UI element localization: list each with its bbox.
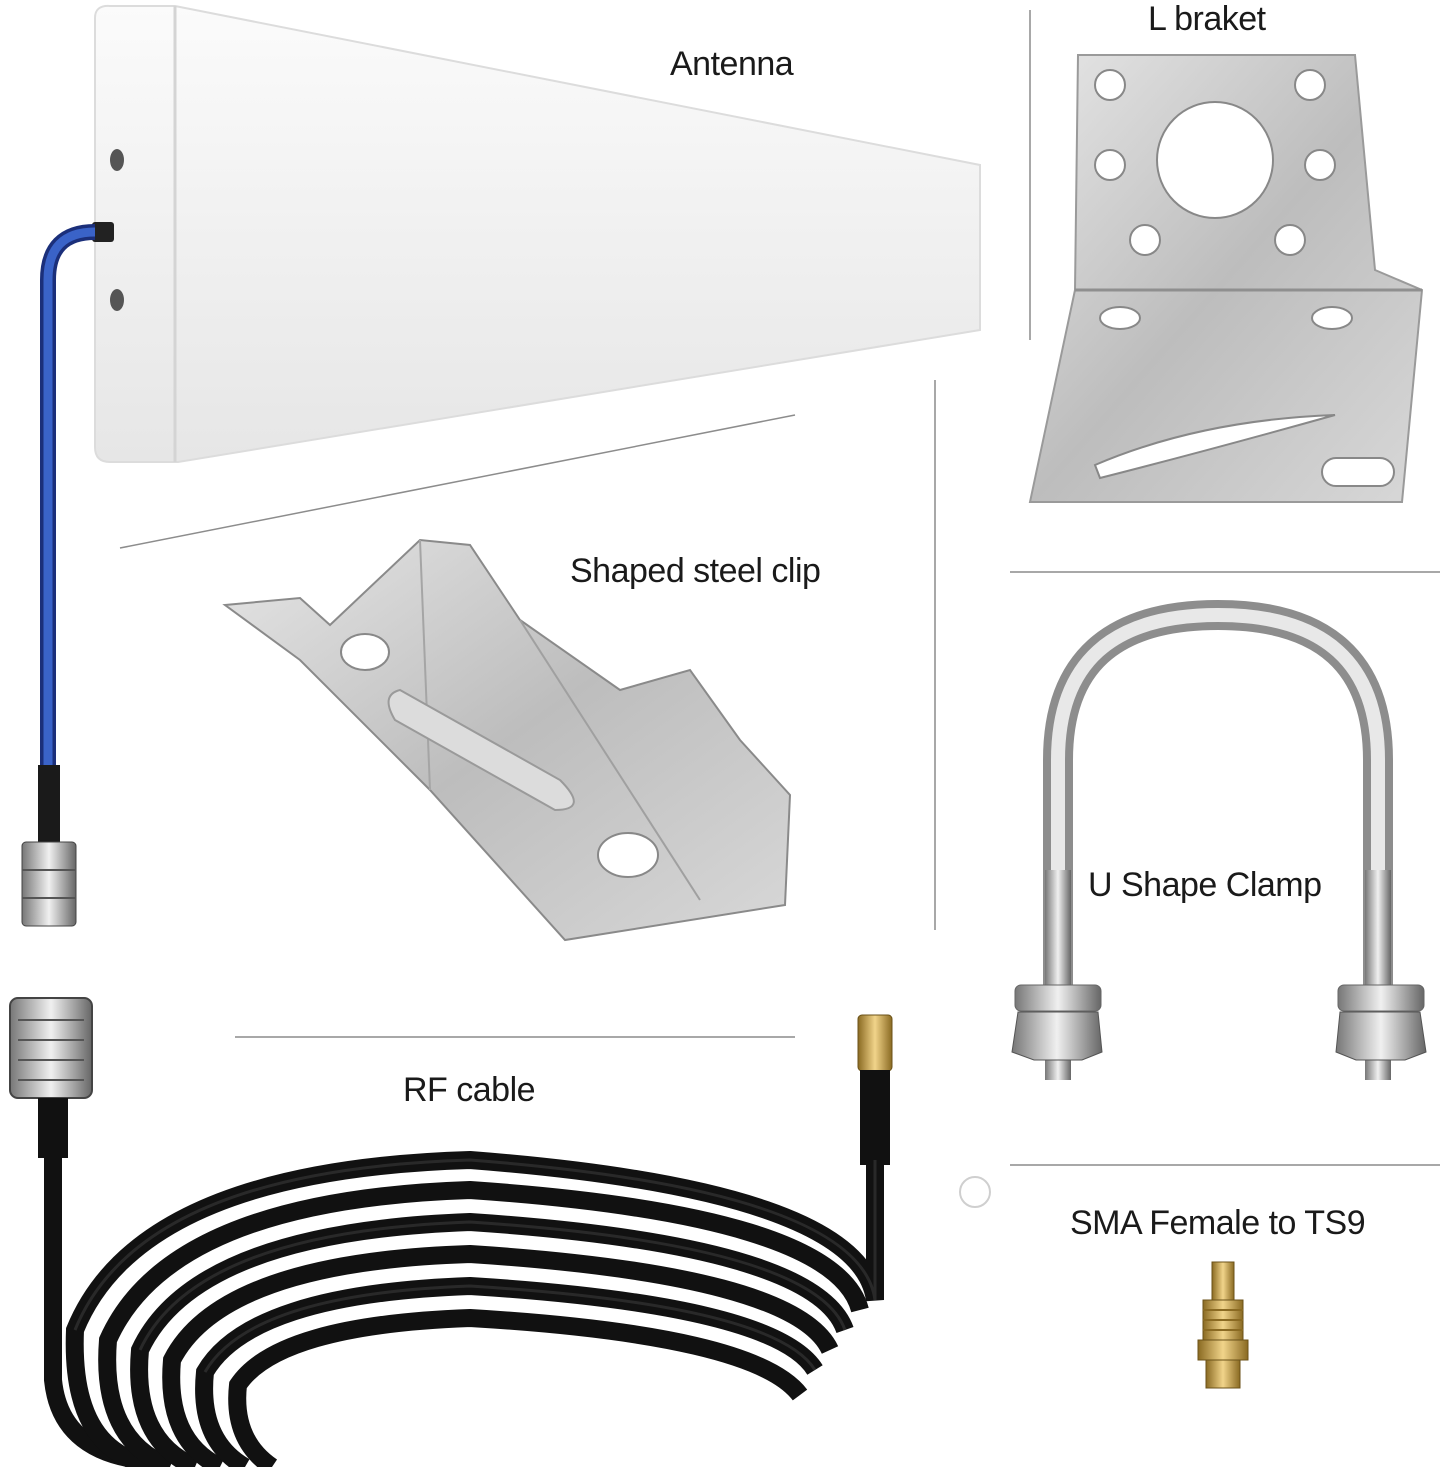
sma-adapter-label: SMA Female to TS9 — [1070, 1204, 1366, 1242]
antenna-label: Antenna — [670, 45, 794, 83]
small-circle-mark — [959, 1176, 991, 1208]
l-bracket-label: L braket — [1148, 0, 1266, 38]
steel-clip-image — [222, 538, 792, 942]
rf-cable-image — [9, 997, 893, 1467]
jumper-cable-image — [21, 224, 96, 927]
l-bracket-image — [1028, 54, 1424, 503]
antenna-image — [92, 4, 981, 463]
u-clamp-label: U Shape Clamp — [1088, 866, 1322, 904]
rf-cable-label: RF cable — [403, 1071, 536, 1109]
sma-adapter-image — [1197, 1261, 1249, 1389]
u-clamp-image — [1011, 599, 1427, 1080]
divider-lines — [119, 10, 1440, 1166]
steel-clip-label: Shaped steel clip — [570, 552, 821, 590]
